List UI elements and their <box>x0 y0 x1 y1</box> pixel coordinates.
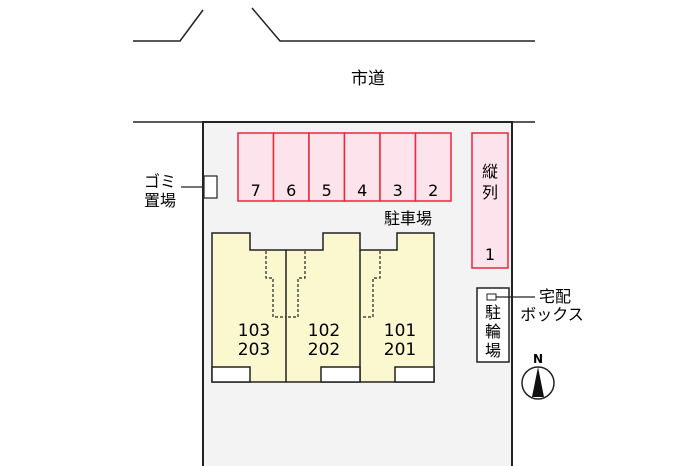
building <box>211 232 435 383</box>
bicycle-parking: 駐 輪 場 <box>476 287 510 363</box>
svg-text:駐: 駐 <box>485 303 501 322</box>
parking-slot-number: 3 <box>393 181 403 200</box>
unit-102: 102 <box>308 321 340 341</box>
svg-text:ボックス: ボックス <box>520 305 584 324</box>
svg-text:場: 場 <box>485 341 501 360</box>
svg-text:縦: 縦 <box>482 162 498 181</box>
parking-slots: 7 6 5 4 3 2 <box>237 132 452 202</box>
parking-slot-2 <box>414 132 452 202</box>
parking-slot-7 <box>237 132 275 202</box>
svg-text:宅配: 宅配 <box>539 287 571 306</box>
parking-slot-number: 6 <box>286 181 296 200</box>
unit-202: 202 <box>308 340 340 360</box>
parking-slot-1: 縦 列 1 <box>471 132 509 269</box>
unit-203: 203 <box>238 340 270 360</box>
svg-text:ゴミ: ゴミ <box>144 172 176 191</box>
compass-icon: N <box>521 352 555 400</box>
parking-slot-number: 5 <box>322 181 332 200</box>
unit-101: 101 <box>384 321 416 341</box>
svg-text:置場: 置場 <box>144 191 176 210</box>
parking-slot-number: 2 <box>428 181 438 200</box>
delivery-box: 宅配 ボックス <box>496 287 584 324</box>
svg-text:輪: 輪 <box>485 322 501 341</box>
parking-slot-number: 7 <box>251 181 261 200</box>
road-label: 市道 <box>351 69 385 89</box>
svg-text:1: 1 <box>485 245 495 264</box>
unit-103: 103 <box>238 321 270 341</box>
parking-slot-number: 4 <box>357 181 367 200</box>
svg-text:列: 列 <box>482 183 498 202</box>
parking-slot-3 <box>379 132 417 202</box>
unit-201: 201 <box>384 340 416 360</box>
svg-text:N: N <box>533 352 543 366</box>
parking-label: 駐車場 <box>384 209 432 228</box>
garbage-area: ゴミ 置場 <box>144 172 218 210</box>
road-lines <box>133 7 535 123</box>
unit-labels: 103 203 102 202 101 201 <box>238 321 416 360</box>
